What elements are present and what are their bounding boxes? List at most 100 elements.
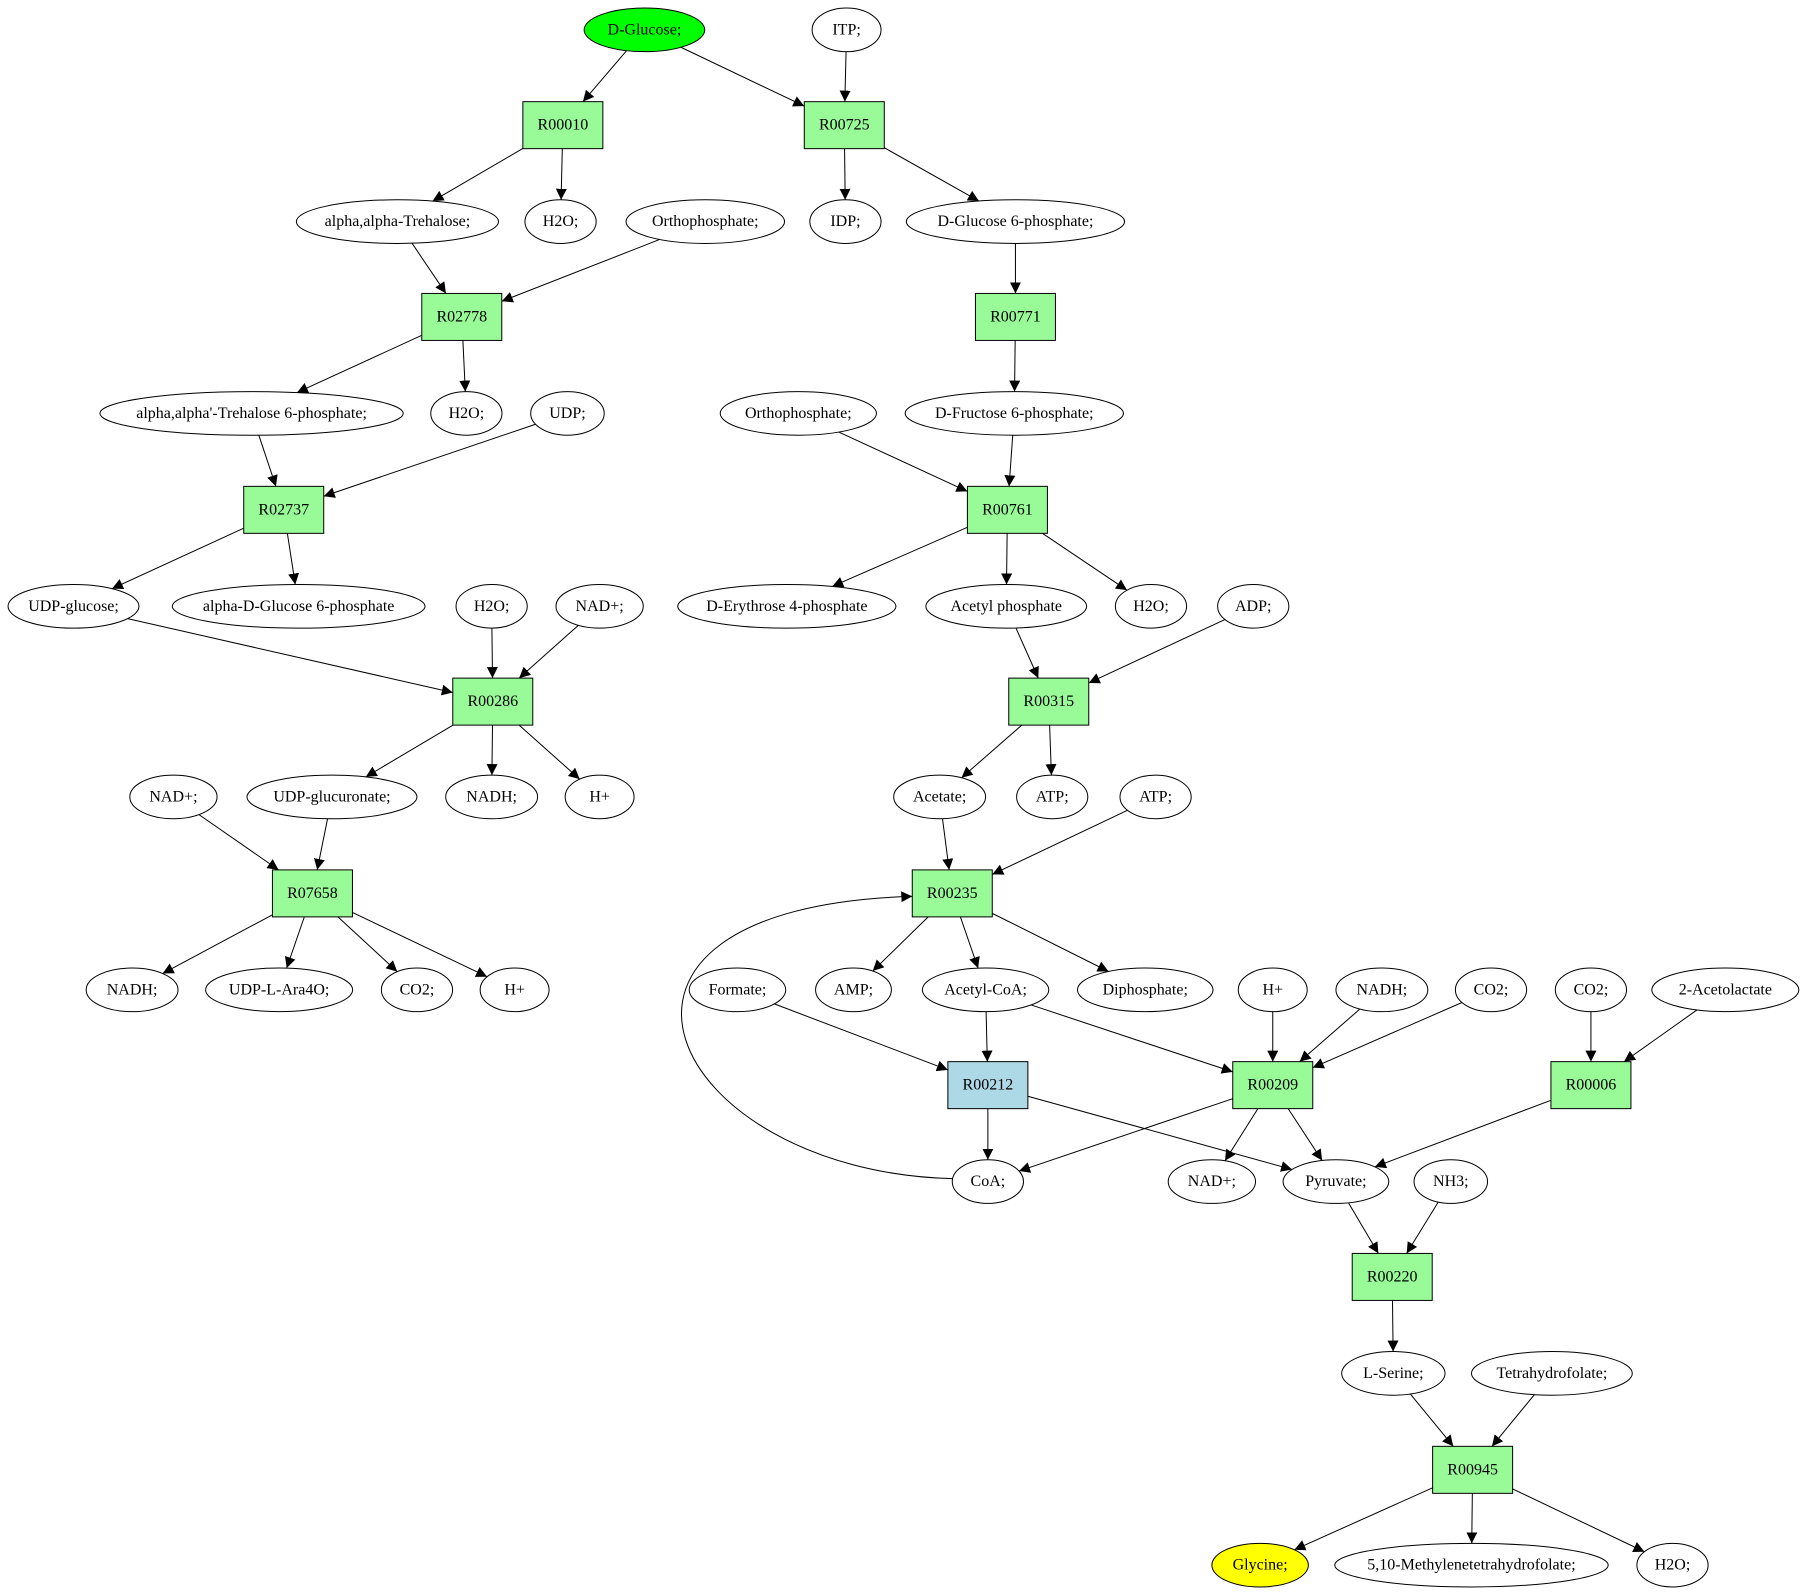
reaction-box (522, 101, 604, 150)
compound-node-n-e4p: D-Erythrose 4-phosphate (677, 583, 897, 629)
node-label: UDP; (549, 405, 585, 422)
compound-ellipse (719, 391, 877, 436)
compound-node-n-ag6p: alpha-D-Glucose 6-phosphate (171, 583, 426, 629)
edge-n-glucose-to-r-R00725 (680, 46, 805, 107)
edge-r-R00235-to-n-amp (872, 916, 929, 972)
compound-ellipse (811, 7, 882, 53)
compound-ellipse (815, 967, 892, 1013)
reaction-node-r-R00006: R00006 (1550, 1061, 1632, 1110)
reaction-box (421, 292, 503, 341)
edge-n-trehalose-to-r-R02778 (411, 242, 447, 294)
compound-ellipse (1454, 967, 1528, 1013)
compound-ellipse (925, 583, 1088, 629)
compound-ellipse (564, 774, 635, 820)
edge-r-R00315-to-n-atp-a (1045, 725, 1057, 776)
compound-node-n-co2-a: CO2; (380, 967, 454, 1013)
node-label: NAD+; (149, 788, 197, 805)
reaction-node-r-R00010: R00010 (522, 101, 604, 150)
node-label: R00209 (1247, 1077, 1298, 1094)
node-label: R00220 (1367, 1268, 1418, 1285)
node-label: NAD+; (576, 598, 624, 615)
edge-r-R00010-to-n-trehalose (432, 148, 524, 202)
edge-r-R00761-to-n-acp (1001, 533, 1013, 585)
compound-ellipse (1016, 774, 1089, 820)
edge-r-R07658-to-n-udpara (285, 916, 305, 969)
edge-r-R07658-to-n-co2-a (337, 916, 398, 973)
compound-node-n-ortho-b: Orthophosphate; (719, 391, 877, 436)
edge-r-R02737-to-n-ag6p (286, 533, 300, 585)
node-label: Orthophosphate; (745, 405, 852, 422)
node-label: D-Fructose 6-phosphate; (935, 405, 1094, 422)
compound-ellipse (1076, 967, 1214, 1013)
edge-n-nadp-b-to-r-R07658 (198, 814, 279, 871)
compound-node-n-g6p: D-Glucose 6-phosphate; (905, 199, 1126, 244)
node-label: Acetyl-CoA; (944, 981, 1027, 998)
edge-n-coa-to-r-R00235 (681, 891, 953, 1180)
compound-ellipse (129, 774, 218, 820)
compound-ellipse (583, 7, 706, 53)
reaction-node-r-R00315: R00315 (1008, 677, 1090, 726)
reaction-node-r-R00235: R00235 (911, 869, 993, 918)
node-label: H+ (1262, 981, 1283, 998)
compound-ellipse (1636, 1542, 1709, 1588)
edge-r-R02737-to-n-udpglc (111, 527, 244, 590)
node-label: R02778 (436, 308, 487, 325)
edge-n-udpglcu-to-r-R07658 (313, 818, 329, 870)
compound-node-n-itp: ITP; (811, 7, 882, 53)
compound-ellipse (1282, 1159, 1390, 1204)
compound-ellipse (430, 391, 503, 436)
node-label: H2O; (1133, 598, 1169, 615)
compound-node-n-thf: Tetrahydrofolate; (1470, 1351, 1633, 1396)
compound-ellipse (555, 583, 644, 629)
compound-ellipse (893, 774, 987, 820)
compound-node-n-nadh-b: NADH; (85, 967, 179, 1013)
edge-r-R00006-to-n-pyruvate (1374, 1099, 1552, 1169)
compound-node-n-acetolactate: 2-Acetolactate (1651, 967, 1800, 1013)
reaction-node-r-R00771: R00771 (974, 292, 1056, 341)
edge-n-h2o-c-to-r-R00286 (486, 628, 498, 679)
compound-node-n-udpglcu: UDP-glucuronate; (246, 774, 418, 820)
reaction-node-r-R02737: R02737 (243, 485, 325, 534)
compound-ellipse (524, 199, 597, 244)
edge-n-formate-to-r-R00212 (774, 1003, 949, 1072)
reaction-box (947, 1061, 1029, 1110)
node-label: CoA; (971, 1173, 1006, 1190)
node-label: H2O; (474, 598, 510, 615)
compound-node-n-nadp-a: NAD+; (555, 583, 644, 629)
node-label: R00725 (819, 117, 870, 134)
reaction-node-r-R00945: R00945 (1432, 1445, 1514, 1494)
edge-n-f6p-to-r-R00761 (1004, 435, 1016, 487)
compound-node-n-formate: Formate; (688, 967, 787, 1013)
node-label: H+ (504, 981, 525, 998)
reaction-box (803, 101, 885, 150)
edge-r-R00209-to-n-nadp-c (1224, 1108, 1259, 1162)
edge-n-adp-to-r-R00315 (1088, 619, 1226, 684)
node-label: NADH; (466, 788, 517, 805)
node-label: R00006 (1566, 1077, 1617, 1094)
edge-n-itp-to-r-R00725 (839, 51, 851, 102)
compound-node-n-amp: AMP; (815, 967, 892, 1013)
node-label: CO2; (400, 981, 435, 998)
edge-n-co2-b-to-r-R00209 (1312, 1002, 1463, 1069)
compound-ellipse (7, 583, 140, 629)
compound-ellipse (246, 774, 418, 820)
reaction-box (243, 485, 325, 534)
compound-ellipse (1651, 967, 1800, 1013)
node-label: R00761 (982, 501, 1033, 518)
edge-r-R00945-to-n-methf (1466, 1493, 1478, 1544)
reaction-node-r-R00725: R00725 (803, 101, 885, 150)
compound-ellipse (455, 583, 528, 629)
node-label: alpha,alpha'-Trehalose 6-phosphate; (136, 405, 367, 422)
reaction-box (1008, 677, 1090, 726)
edge-r-R00725-to-n-g6p (884, 147, 980, 202)
edge-n-serine-to-r-R00945 (1409, 1393, 1454, 1447)
compound-ellipse (1119, 774, 1192, 820)
node-label: ADP; (1235, 598, 1271, 615)
reaction-box (974, 292, 1056, 341)
node-label: Acetyl phosphate (950, 598, 1062, 615)
compound-ellipse (1167, 1159, 1257, 1204)
edge-n-ortho-b-to-r-R00761 (838, 431, 968, 492)
reaction-box (271, 869, 353, 918)
